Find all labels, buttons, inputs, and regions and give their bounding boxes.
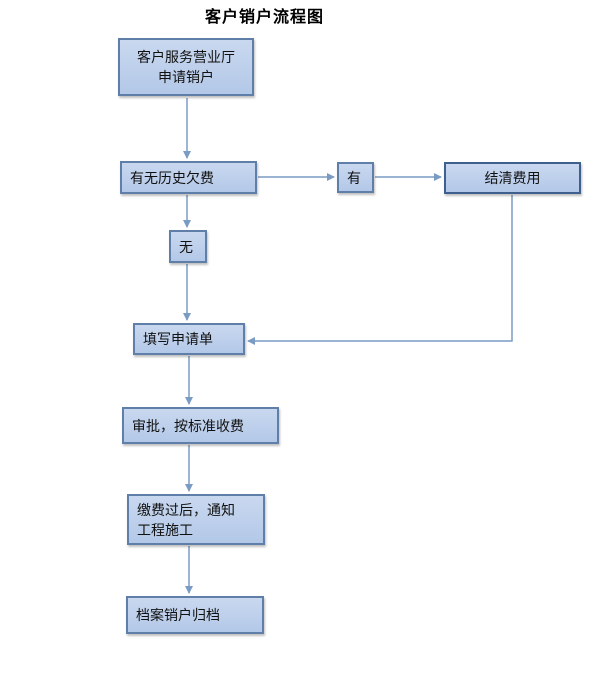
node-none-label: 无 — [179, 239, 193, 256]
node-check-arrears-label: 有无历史欠费 — [130, 170, 214, 187]
node-fill-form-label: 填写申请单 — [143, 332, 213, 348]
node-approve: 审批，按标准收费 — [122, 407, 279, 444]
node-settle: 结清费用 — [444, 162, 581, 194]
node-notify-line-2: 工程施工 — [137, 522, 193, 539]
node-apply: 客户服务营业厅 申请销户 — [118, 38, 254, 96]
node-notify: 缴费过后，通知 工程施工 — [127, 494, 265, 545]
node-has-label: 有 — [347, 170, 361, 187]
node-apply-line-2: 申请销户 — [158, 70, 214, 86]
node-archive: 档案销户归档 — [126, 596, 264, 634]
node-archive-label: 档案销户归档 — [136, 608, 220, 624]
node-approve-label: 审批，按标准收费 — [132, 418, 244, 435]
diagram-title: 客户销户流程图 — [205, 7, 325, 26]
node-notify-line-1: 缴费过后，通知 — [137, 502, 235, 519]
node-check-arrears: 有无历史欠费 — [120, 161, 257, 194]
node-none: 无 — [169, 230, 207, 263]
arrow-settle-to-form — [247, 195, 513, 345]
node-settle-label: 结清费用 — [484, 171, 541, 187]
node-has: 有 — [337, 162, 374, 193]
node-fill-form: 填写申请单 — [133, 323, 245, 355]
node-apply-line-1: 客户服务营业厅 — [137, 50, 235, 66]
